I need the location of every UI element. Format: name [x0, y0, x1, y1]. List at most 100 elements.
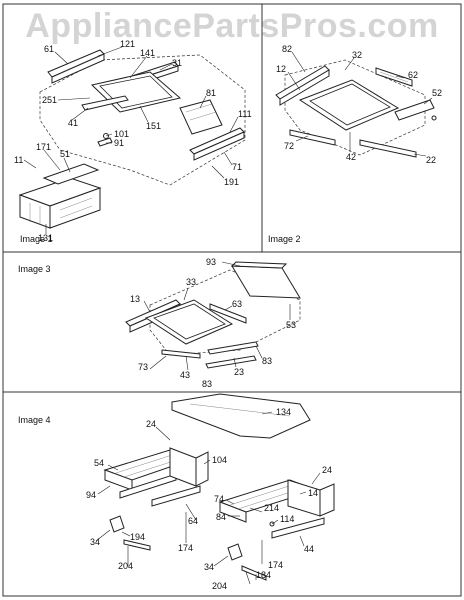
callout: 83: [202, 379, 212, 389]
callout: 184: [256, 570, 271, 580]
image-4-left-front: [123, 539, 151, 551]
callout: 151: [146, 121, 161, 131]
image-1-label: Image 1: [20, 234, 53, 244]
image-3-label: Image 3: [18, 264, 51, 274]
callout: 171: [36, 142, 51, 152]
callout: 82: [282, 44, 292, 54]
image-1-leaders: [23, 46, 239, 234]
callout: 52: [432, 88, 442, 98]
image-3-front-trim: [161, 349, 201, 359]
image-2-lower-rail: [359, 139, 417, 158]
callout: 31: [172, 58, 182, 68]
shelf-hardware: [97, 133, 113, 147]
callout: 104: [212, 455, 227, 465]
image-3-glass-shelf: [144, 299, 234, 345]
callout: 24: [146, 419, 156, 429]
lower-right-rail: [189, 127, 245, 161]
callout: 14: [308, 488, 318, 498]
callout: 73: [138, 362, 148, 372]
left-shelf-rail: [47, 49, 105, 84]
callout-labels: 61 121 141 31 251 81 41 151 111 101 91 1…: [14, 39, 442, 591]
callout: 61: [44, 44, 54, 54]
callout: 64: [188, 516, 198, 526]
callout: 81: [206, 88, 216, 98]
image-4-left-runner: [151, 485, 201, 507]
callout: 34: [204, 562, 214, 572]
callout: 174: [268, 560, 283, 570]
callout: 24: [322, 465, 332, 475]
image-4-left-handle: [109, 515, 125, 533]
callout: 204: [118, 561, 133, 571]
callout: 94: [86, 490, 96, 500]
image-4-left-bracket: [169, 447, 209, 487]
image-4-assembly: [95, 393, 335, 585]
image-3-side-trim: [209, 303, 247, 324]
callout: 34: [90, 537, 100, 547]
callout: 62: [408, 70, 418, 80]
callout: 53: [286, 320, 296, 330]
image-labels: Image 1 Image 2 Image 3 Image 4: [18, 234, 301, 425]
callout: 42: [346, 152, 356, 162]
crisper-cover: [42, 163, 100, 185]
shelf-side-trim: [179, 99, 223, 135]
image-3-leaders: [143, 261, 291, 371]
callout: 204: [212, 581, 227, 591]
callout: 32: [352, 50, 362, 60]
callout: 101: [114, 129, 129, 139]
callout: 71: [232, 162, 242, 172]
callout: 54: [94, 458, 104, 468]
image-2-front-trim: [289, 129, 336, 146]
image-3-lower-rails: [205, 341, 259, 369]
image-4-leaders: [95, 411, 321, 585]
callout: 11: [14, 155, 23, 165]
callout: 91: [114, 138, 124, 148]
callout: 191: [224, 177, 239, 187]
image-1-assembly: [18, 46, 246, 234]
image-4-right-front: [241, 565, 267, 581]
image-4-label: Image 4: [18, 415, 51, 425]
callout: 84: [216, 512, 226, 522]
callout: 33: [186, 277, 196, 287]
callout: 63: [232, 299, 242, 309]
callout: 214: [264, 503, 279, 513]
callout: 121: [120, 39, 135, 49]
callout: 114: [280, 514, 294, 524]
glass-shelf: [90, 71, 182, 113]
shelf-front-trim: [81, 95, 129, 111]
callout: 251: [42, 95, 57, 105]
image-2-right-rail: [375, 67, 413, 87]
callout: 111: [238, 109, 252, 119]
image-2-label: Image 2: [268, 234, 301, 244]
image-2-left-rail: [275, 65, 330, 106]
callout: 51: [60, 149, 70, 159]
callout: 44: [304, 544, 314, 554]
callout: 22: [426, 155, 436, 165]
image-4-crisper-cover-glass: [171, 393, 311, 439]
callout: 23: [234, 367, 244, 377]
image-2-side-bracket: [394, 99, 437, 121]
image-4-right-handle: [227, 543, 243, 561]
watermark-text: AppliancePartsPros.com: [25, 7, 439, 45]
callout: 12: [276, 64, 286, 74]
callout: 174: [178, 543, 193, 553]
image-4-right-runner: [271, 517, 325, 539]
callout: 74: [214, 494, 224, 504]
callout: 83: [262, 356, 272, 366]
callout: 134: [276, 407, 291, 417]
callout: 141: [140, 48, 155, 58]
crisper-drawer: [18, 177, 102, 229]
callout: 72: [284, 141, 294, 151]
image-2-glass-shelf: [298, 79, 400, 131]
image-3-assembly: [125, 261, 301, 371]
image-4-right-bracket: [287, 479, 335, 517]
image-2-leaders: [287, 51, 433, 157]
callout: 194: [130, 532, 145, 542]
image-2-assembly: [275, 51, 437, 158]
callout: 93: [206, 257, 216, 267]
callout: 41: [68, 118, 78, 128]
callout: 131: [38, 233, 53, 243]
callout: 13: [130, 294, 140, 304]
callout: 43: [180, 370, 190, 380]
